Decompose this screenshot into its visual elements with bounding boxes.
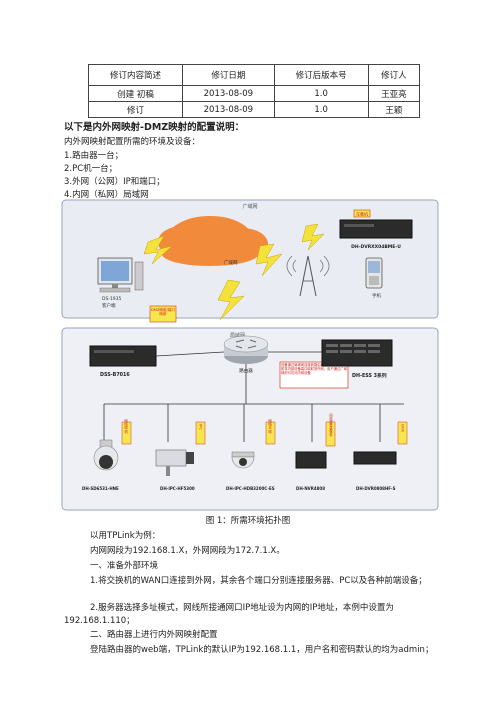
list-item: 3.外网（公网）IP和端口； xyxy=(64,177,165,187)
server-slot xyxy=(94,350,134,353)
tag-label xyxy=(353,209,371,218)
table-cell: 2013-08-09 xyxy=(182,85,275,102)
device-model: DH-NVR4808 xyxy=(296,486,325,491)
segments-text: 内网网段为192.168.1.X，外网网段为172.7.1.X。 xyxy=(90,546,285,556)
device-tag: 网络硬盘录像机 xyxy=(328,414,332,437)
step1-paragraph: 1.将交换机的WAN口连接到外网，其余各个端口分别连接服务器、PC以及各种前端设… xyxy=(90,576,427,586)
camera-model: DH-SD6531-HNE xyxy=(82,486,119,491)
car-dvr-icon xyxy=(339,219,413,239)
router-icon xyxy=(223,335,269,364)
tag-label xyxy=(265,421,276,445)
device-tag: DVR xyxy=(401,424,405,432)
lan-area-label: 局域网 xyxy=(230,332,245,339)
server-left-icon xyxy=(89,345,157,367)
revision-table: 修订内容简述 修订日期 修订后版本号 修订人 创建 初稿 2013-08-09 … xyxy=(87,64,421,118)
description-text: 设备通过局域网连接到路由器，路由器通过映射将内部设备端口映射到外网，用户通过广域… xyxy=(281,363,347,376)
dvr-model: DH-DVRXX04BME-U xyxy=(351,244,401,250)
server-left-model: DSS-B7016 xyxy=(100,372,130,378)
table-cell: 创建 初稿 xyxy=(87,85,184,102)
header-cell: 修订人 xyxy=(367,64,421,86)
tag-label xyxy=(397,421,408,445)
router-note: DMZ映射/端口映射 xyxy=(151,308,175,317)
step2-paragraph: 登陆路由器的web端，TPLink的默认IP为192.168.1.1，用户名和密… xyxy=(90,645,434,655)
table-row: 创建 初稿 2013-08-09 1.0 王亚亮 xyxy=(87,85,421,102)
lightning-icon xyxy=(143,235,173,265)
table-cell: 2013-08-09 xyxy=(182,101,275,118)
mobile-label: 手机 xyxy=(372,292,381,299)
table-row: 修订 2013-08-09 1.0 王颖 xyxy=(87,101,421,118)
list-item: 2.PC机一台； xyxy=(64,164,118,174)
dvr-icon xyxy=(353,451,397,465)
step2-title: 二、路由器上进行内外网映射配置 xyxy=(90,630,218,640)
list-item: 4.内网（私网）局域网 xyxy=(64,190,149,200)
router-note-box xyxy=(149,305,177,323)
table-cell: 1.0 xyxy=(273,85,369,102)
client-label: 客户端 xyxy=(102,302,116,309)
camera-model: DH-IPC-HF5300 xyxy=(160,486,195,491)
example-text: 以用TPLink为例： xyxy=(90,531,161,541)
topology-diagram: 广域网 局域网 广域网 DS-1935 客户端 xyxy=(61,199,439,511)
table-cell: 王亚亮 xyxy=(367,85,421,102)
revision-table-header-row: 修订内容简述 修订日期 修订后版本号 修订人 xyxy=(87,64,421,86)
tag-label xyxy=(195,421,206,445)
pc-icon xyxy=(97,257,144,293)
table-cell: 1.0 xyxy=(273,101,369,118)
figure-caption: 图 1：所需环境拓扑图 xyxy=(205,516,291,526)
intro-text: 内外网映射配置所需的环境及设备： xyxy=(64,137,201,147)
list-item: 1.路由器一台； xyxy=(64,151,124,161)
table-cell: 王颖 xyxy=(367,101,421,118)
lightning-icon xyxy=(217,279,245,321)
cloud-icon xyxy=(158,216,268,266)
dvr-slot xyxy=(344,224,374,227)
connection-lines xyxy=(103,351,404,442)
table-cell: 修订 xyxy=(87,101,184,118)
step1-paragraph: 2.服务器选择多址模式，网线所接通网口IP地址设为内网的IP地址，本例中设置为1… xyxy=(64,603,394,626)
box-camera-icon xyxy=(155,449,194,476)
dvr-tag: 车载机 xyxy=(356,211,368,217)
tag-label xyxy=(121,421,132,445)
tag-label xyxy=(325,421,336,447)
speed-dome-camera-icon xyxy=(93,439,119,471)
camera-tag: 网络球机 xyxy=(123,419,128,434)
header-cell: 修订内容简述 xyxy=(87,64,184,86)
client-name: DS-1935 xyxy=(102,296,122,302)
mini-dome-camera-icon xyxy=(231,451,255,469)
signal-tower-icon xyxy=(286,255,330,297)
section-heading: 以下是内外网映射-DMZ映射的配置说明： xyxy=(64,122,245,133)
device-model: DH-DVR0808HF-S xyxy=(356,486,396,491)
mobile-phone-icon xyxy=(365,257,383,289)
camera-tag: IPC xyxy=(199,424,203,430)
server-right-model: DH-ESS 3系列 xyxy=(352,372,387,379)
header-cell: 修订日期 xyxy=(182,64,275,86)
cloud-label: 广域网 xyxy=(224,259,238,266)
camera-tag: 网络半球 xyxy=(267,419,272,434)
nvr-icon xyxy=(295,451,327,469)
wan-area-label: 广域网 xyxy=(242,203,257,210)
lightning-icon xyxy=(301,223,325,251)
step1-title: 一、准备外部环境 xyxy=(90,561,159,571)
drive-bays xyxy=(326,344,380,353)
header-cell: 修订后版本号 xyxy=(273,64,369,86)
lightning-icon xyxy=(255,243,283,277)
camera-model: DH-IPC-HDB3200C-ES xyxy=(226,486,275,491)
